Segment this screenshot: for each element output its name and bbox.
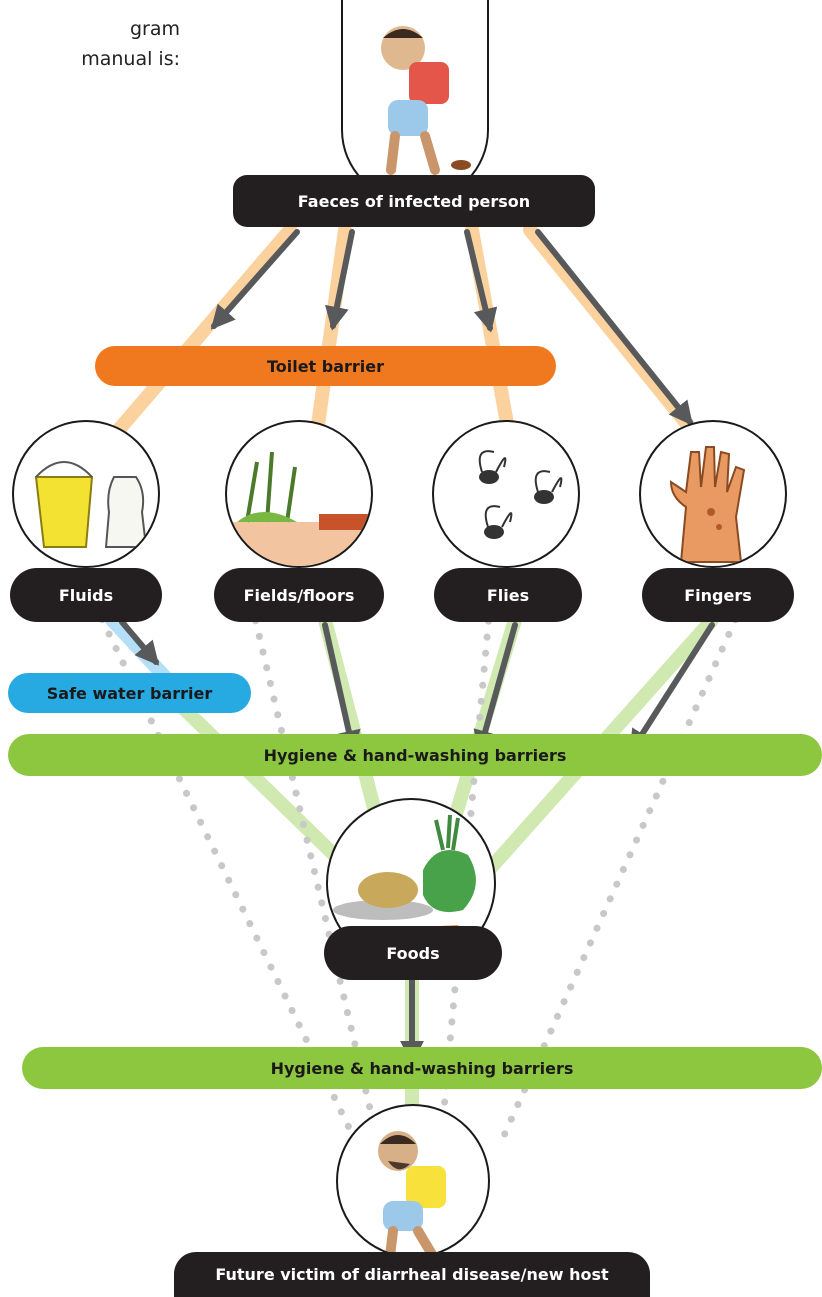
hygiene-barrier-1: Hygiene & hand-washing barriers bbox=[8, 734, 822, 776]
fluids-label: Fluids bbox=[10, 568, 162, 622]
fluids-illustration bbox=[12, 420, 160, 568]
safe-water-barrier: Safe water barrier bbox=[8, 673, 251, 713]
fluids-path-band bbox=[105, 613, 175, 687]
intro-text: gram manual is: bbox=[0, 14, 180, 74]
faeces-label: Faeces of infected person bbox=[233, 175, 595, 227]
flow-arrows bbox=[119, 229, 715, 1065]
infected-person-illustration bbox=[341, 0, 489, 202]
hygiene-barrier-2: Hygiene & hand-washing barriers bbox=[22, 1047, 822, 1089]
flies-illustration bbox=[432, 420, 580, 568]
foods-label: Foods bbox=[324, 926, 502, 980]
faeces-path-bands bbox=[103, 223, 707, 447]
fields-floors-label: Fields/floors bbox=[214, 568, 384, 622]
future-victim-illustration bbox=[336, 1104, 490, 1258]
toilet-barrier: Toilet barrier bbox=[95, 346, 556, 386]
victim-label: Future victim of diarrheal disease/new h… bbox=[174, 1252, 650, 1297]
fields-floors-illustration bbox=[225, 420, 373, 568]
fingers-illustration bbox=[639, 420, 787, 568]
flies-label: Flies bbox=[434, 568, 582, 622]
intro-line-2: manual is: bbox=[81, 48, 180, 70]
intro-line-1: gram bbox=[129, 18, 180, 40]
fingers-label: Fingers bbox=[642, 568, 794, 622]
